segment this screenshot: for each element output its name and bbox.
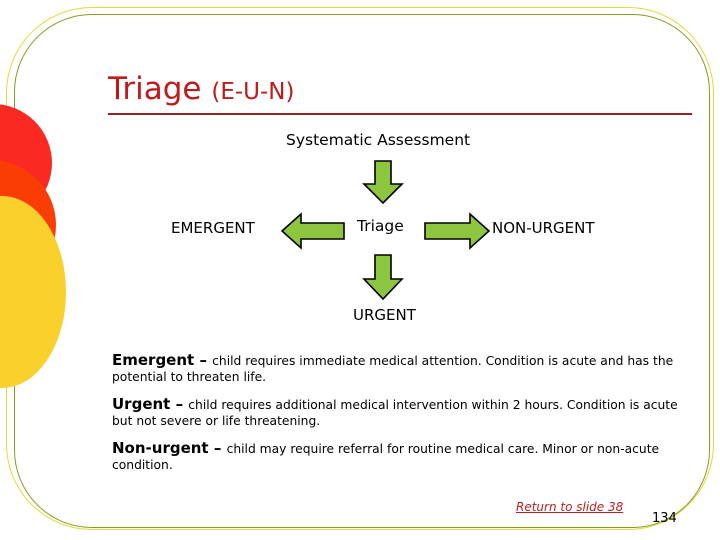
definition-dash-urgent: – (170, 395, 189, 413)
arrow-down-to-triage-icon (362, 160, 404, 204)
definition-urgent: Urgent – child requires additional medic… (112, 396, 686, 429)
diagram-label-urgent: URGENT (353, 306, 416, 324)
definition-term-non-urgent: Non-urgent (112, 439, 209, 457)
definition-text-non-urgent: child may require referral for routine m… (112, 442, 660, 472)
page-title: Triage (E-U-N) (108, 72, 698, 109)
definitions-list: Emergent – child requires immediate medi… (112, 352, 686, 473)
definition-term-urgent: Urgent (112, 395, 171, 413)
triage-flow-diagram: Systematic Assessment EMERGENT Triage NO… (0, 126, 720, 336)
arrow-left-to-emergent-icon (281, 212, 345, 250)
definition-dash-non-urgent: – (208, 439, 227, 457)
definition-emergent: Emergent – child requires immediate medi… (112, 352, 686, 385)
definition-text-urgent: child requires additional medical interv… (112, 398, 678, 428)
diagram-label-emergent: EMERGENT (171, 219, 255, 237)
return-to-slide-link[interactable]: Return to slide 38 (516, 500, 624, 514)
title-underline-rule (108, 113, 692, 115)
page-title-main: Triage (108, 71, 202, 107)
diagram-label-non-urgent: NON-URGENT (492, 219, 595, 237)
definition-text-emergent: child requires immediate medical attenti… (112, 354, 674, 384)
diagram-label-triage-center: Triage (357, 217, 404, 235)
definition-non-urgent: Non-urgent – child may require referral … (112, 440, 686, 473)
page-title-subtitle: (E-U-N) (211, 79, 295, 105)
arrow-right-to-non-urgent-icon (424, 212, 490, 250)
diagram-label-systematic-assessment: Systematic Assessment (286, 131, 471, 149)
slide-number: 134 (652, 511, 677, 526)
definition-dash-emergent: – (194, 351, 213, 369)
arrow-down-to-urgent-icon (362, 254, 404, 300)
definition-term-emergent: Emergent (112, 351, 195, 369)
